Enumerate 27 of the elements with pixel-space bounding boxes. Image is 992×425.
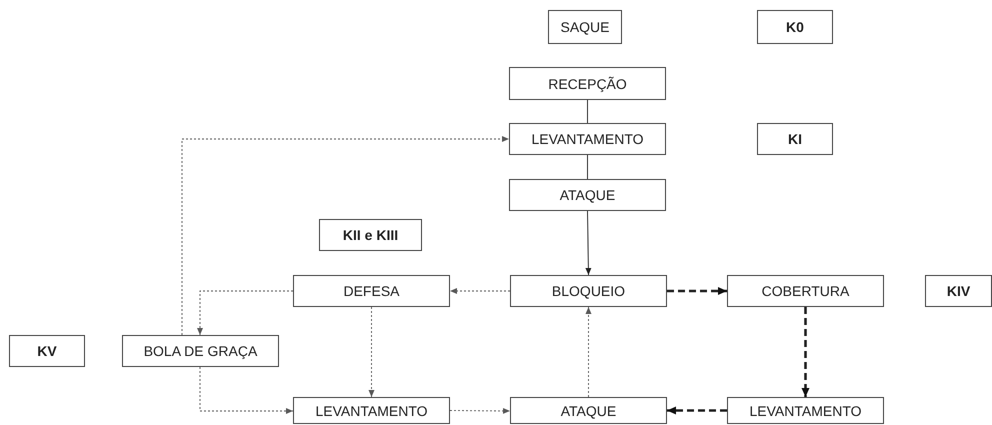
process-box: BLOQUEIO [510,275,667,307]
label-box: K0 [757,10,833,44]
process-box: ATAQUE [510,397,667,424]
label-box: KIV [925,275,992,307]
process-box: DEFESA [293,275,450,307]
process-box: BOLA DE GRAÇA [122,335,279,367]
arrow [585,210,592,276]
arrow [450,408,510,414]
process-box: ATAQUE [509,179,666,211]
process-box: LEVANTAMENTO [293,397,450,424]
arrow [667,406,727,414]
arrow [200,366,294,414]
arrow [182,136,510,336]
process-box: SAQUE [548,10,622,44]
arrow [450,288,510,294]
label-box: KI [757,123,833,155]
process-box: LEVANTAMENTO [509,123,666,155]
arrow [667,287,727,295]
process-box: RECEPÇÃO [509,67,666,100]
arrow [368,306,374,398]
process-box: COBERTURA [727,275,884,307]
process-box: LEVANTAMENTO [727,397,884,424]
label-box: KV [9,335,85,367]
label-box: KII e KIII [319,219,422,251]
arrow [802,307,810,397]
arrow [586,306,592,398]
arrow [197,290,294,336]
